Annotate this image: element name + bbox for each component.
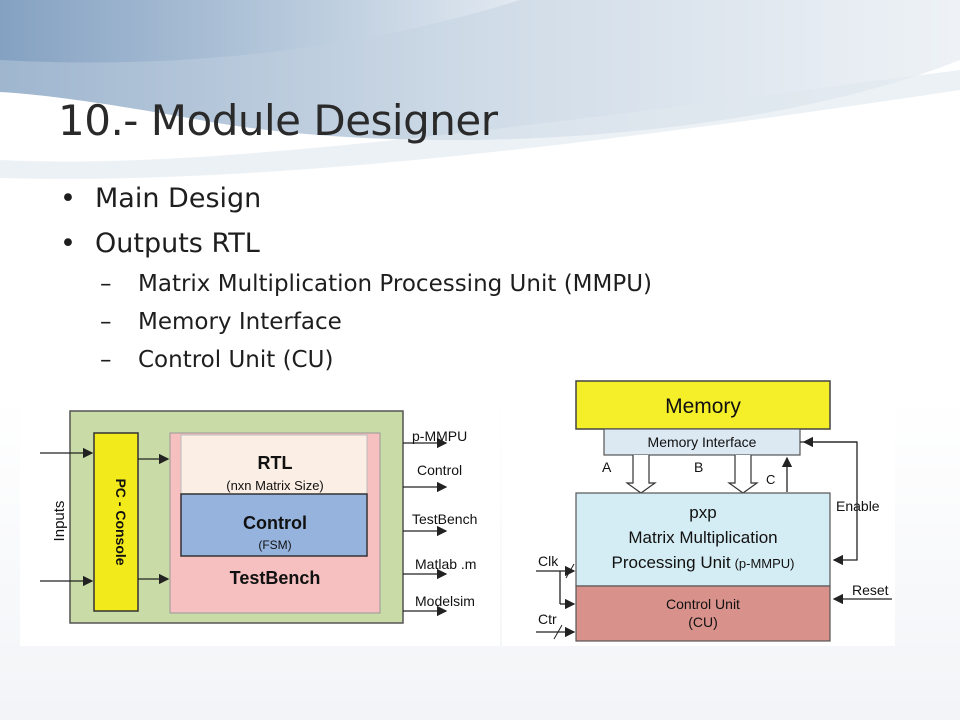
output-label-control: Control (417, 462, 462, 478)
bullet-outputs-rtl: Outputs RTL (60, 221, 261, 266)
cu-line2: (CU) (688, 614, 718, 630)
clk-slash (565, 563, 575, 579)
sub-bullet-mmpu: Matrix Multiplication Processing Unit (M… (100, 265, 652, 303)
pxp-mmpu-box (575, 492, 831, 587)
cu-line1: Control Unit (666, 596, 740, 612)
memory-interface-box (603, 428, 801, 456)
bus-label-c: C (766, 472, 775, 487)
testbench-title: TestBench (230, 568, 321, 588)
sub-bullet-memory-interface: Memory Interface (100, 303, 652, 341)
pc-console-box (93, 432, 139, 612)
memory-interface-label: Memory Interface (648, 434, 757, 450)
pxp-line3: Processing Unit (p-MMPU) (612, 553, 795, 572)
enable-label: Enable (836, 498, 880, 514)
output-label-modelsim: Modelsim (415, 593, 475, 609)
pxp-abbr: (p-MMPU) (735, 556, 795, 571)
memory-box (575, 380, 831, 430)
slide-title: 10.- Module Designer (58, 96, 498, 145)
control-subtitle: (FSM) (258, 538, 291, 552)
mmpu-architecture-diagram: Memory Memory Interface A B C pxp Matrix… (502, 354, 895, 646)
bullet-list: Main Design Outputs RTL (60, 176, 261, 266)
module-designer-diagram: Inputs PC - Console RTL (nxn Matrix Size… (20, 393, 500, 646)
memory-label: Memory (665, 395, 741, 418)
control-title: Control (243, 513, 307, 533)
sub-bullet-list: Matrix Multiplication Processing Unit (M… (100, 265, 652, 379)
control-unit-box (575, 585, 831, 642)
output-label-matlab: Matlab .m (415, 556, 476, 572)
pxp-line1: pxp (689, 503, 716, 522)
control-box (180, 493, 368, 557)
rtl-subtitle: (nxn Matrix Size) (226, 478, 324, 493)
bullet-main-design: Main Design (60, 176, 261, 221)
output-label-pmmpu: p-MMPU (412, 428, 467, 444)
pc-console-label: PC - Console (113, 478, 129, 565)
bus-label-a: A (602, 459, 612, 475)
rtl-title: RTL (258, 453, 293, 473)
clk-label: Clk (538, 553, 559, 569)
sub-bullet-control-unit: Control Unit (CU) (100, 341, 652, 379)
ctr-label: Ctr (538, 611, 557, 627)
ctr-slash (553, 624, 563, 640)
background-wave (0, 0, 960, 179)
pxp-line2: Matrix Multiplication (628, 528, 777, 547)
output-label-testbench: TestBench (412, 511, 477, 527)
bus-label-b: B (694, 459, 703, 475)
reset-label: Reset (852, 582, 889, 598)
pxp-line3-text: Processing Unit (612, 553, 731, 572)
inputs-label: Inputs (51, 501, 68, 542)
